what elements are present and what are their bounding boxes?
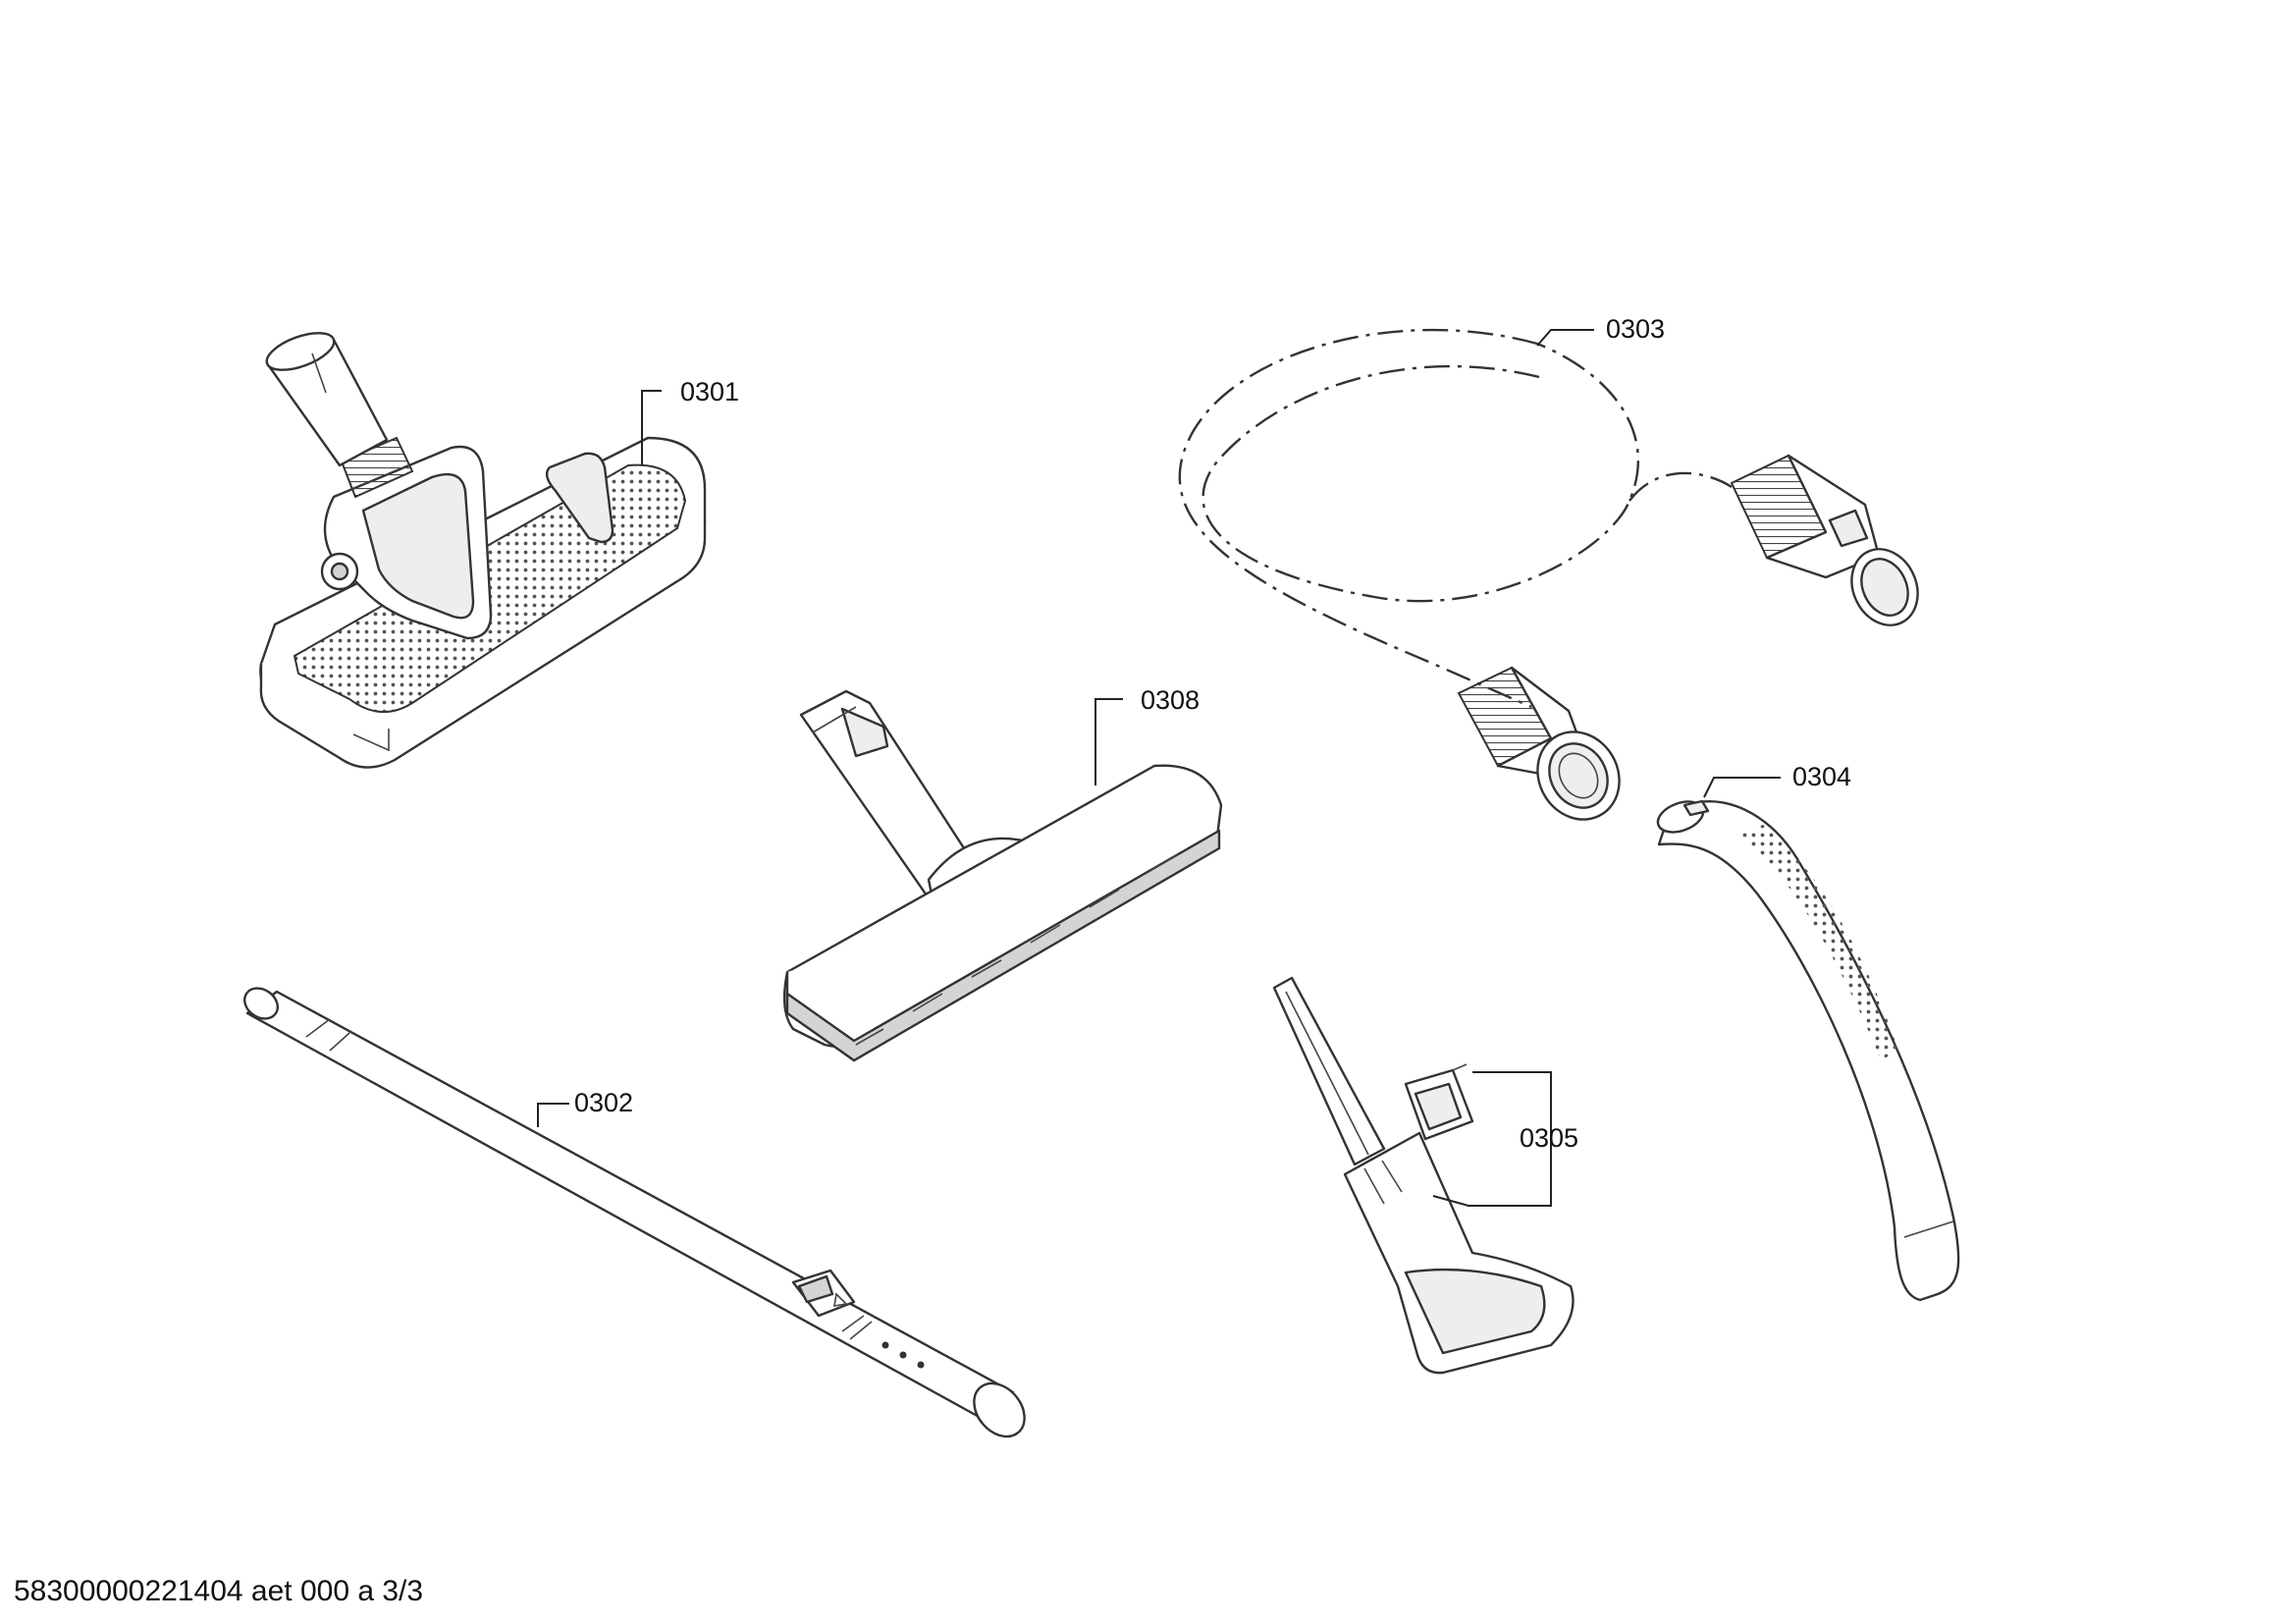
document-id-footer: 58300000221404 aet 000 a 3/3 xyxy=(14,1575,423,1607)
part-0304-handle xyxy=(1656,799,1960,1302)
label-0301[interactable]: 0301 xyxy=(680,377,739,406)
label-0302[interactable]: 0302 xyxy=(574,1088,633,1117)
label-0305[interactable]: 0305 xyxy=(1520,1123,1578,1153)
part-0303-suction-hose xyxy=(1178,328,1919,821)
part-0308-parquet-nozzle xyxy=(782,689,1223,1062)
leader-0303 xyxy=(1536,329,1594,347)
leader-0304 xyxy=(1703,777,1781,798)
part-0305-crevice-nozzle xyxy=(1272,976,1575,1375)
part-labels: 0301 0302 0303 0304 0305 0308 xyxy=(574,314,1851,1153)
leader-0302 xyxy=(537,1103,569,1127)
leader-0305 xyxy=(1432,1071,1552,1207)
part-0302-telescopic-tube xyxy=(243,987,1026,1438)
part-0301-floor-nozzle xyxy=(259,332,707,769)
label-0304[interactable]: 0304 xyxy=(1792,762,1851,791)
label-0303[interactable]: 0303 xyxy=(1606,314,1665,344)
label-0308[interactable]: 0308 xyxy=(1141,685,1200,715)
leader-0301 xyxy=(641,390,662,465)
leader-0308 xyxy=(1095,698,1123,785)
leader-lines xyxy=(537,329,1781,1207)
